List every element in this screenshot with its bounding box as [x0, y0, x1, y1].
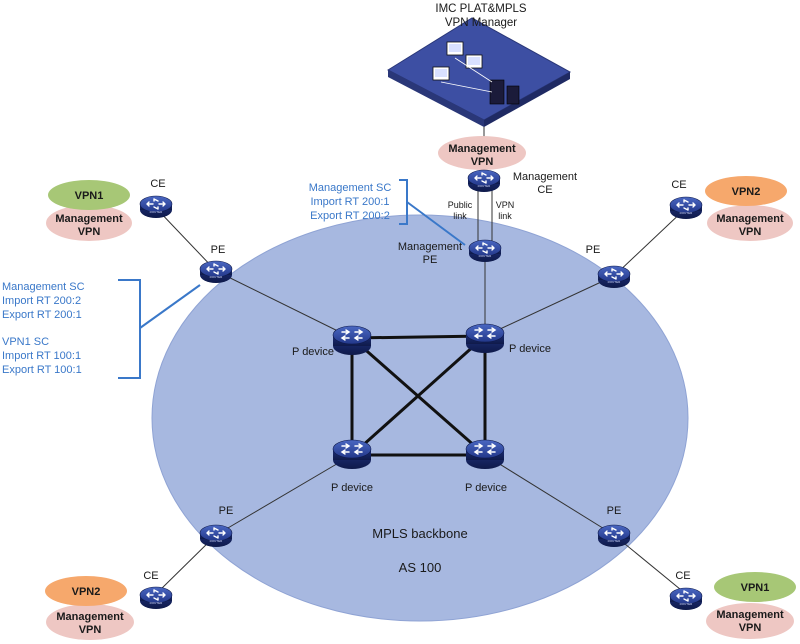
svg-text:VPN2: VPN2 [732, 186, 761, 198]
svg-text:PE: PE [586, 244, 601, 256]
switch-icon [465, 323, 505, 354]
svg-text:CE: CE [675, 570, 690, 582]
svg-text:VPN1: VPN1 [741, 582, 770, 594]
vpn-manager-platform: IMC PLAT&MPLS VPN Manager [386, 3, 572, 127]
mpls-backbone-label: MPLS backbone [372, 526, 467, 541]
svg-text:VPN: VPN [739, 226, 762, 238]
ce-router-icon-top-right [669, 196, 703, 220]
switch-icon [465, 439, 505, 470]
core-links [350, 334, 487, 457]
management-pe-label-1: Management [398, 241, 462, 253]
svg-text:P device: P device [292, 346, 334, 358]
svg-text:Export RT 200:1: Export RT 200:1 [2, 309, 82, 321]
link-pe-p-top-right [484, 275, 615, 337]
link-ce-pe-top-right [613, 207, 687, 277]
link-p-pe-bottom-right [484, 454, 615, 536]
vpn-link-label-2: link [498, 211, 512, 221]
svg-text:VPN: VPN [79, 624, 102, 636]
svg-text:VPN1 SC: VPN1 SC [2, 336, 49, 348]
svg-text:Management SC: Management SC [2, 281, 85, 293]
svg-text:VPN1: VPN1 [75, 190, 104, 202]
management-pe-router-icon [468, 239, 502, 263]
p-device-bottom-right: P device [465, 439, 507, 494]
svg-text:VPN2: VPN2 [72, 586, 101, 598]
management-vpn-top: Management VPN [438, 136, 526, 170]
platform-title-line2: VPN Manager [445, 17, 517, 29]
svg-text:PE: PE [211, 244, 226, 256]
svg-text:Import RT 100:1: Import RT 100:1 [2, 350, 81, 362]
svg-text:CE: CE [143, 570, 158, 582]
pe-router-icon-bottom-right [597, 524, 631, 548]
as-number-label: AS 100 [399, 560, 442, 575]
svg-text:VPN: VPN [78, 226, 101, 238]
p-device-bottom-left: P device [331, 439, 373, 494]
public-link-label-1: Public [448, 200, 473, 210]
svg-text:VPN: VPN [471, 156, 494, 168]
svg-text:CE: CE [671, 179, 686, 191]
access-links [155, 110, 687, 595]
site-top-left: Management VPN VPN1 CE PE [46, 178, 233, 284]
svg-text:Import RT 200:2: Import RT 200:2 [2, 295, 81, 307]
mpls-backbone-area [151, 214, 689, 622]
svg-text:P device: P device [331, 482, 373, 494]
switch-icon [332, 325, 372, 356]
link-ce-pe-top-left [155, 207, 217, 272]
svg-text:Management: Management [56, 611, 124, 623]
management-pe-label-2: PE [423, 254, 438, 266]
svg-text:PE: PE [607, 505, 622, 517]
management-ce-router-icon [467, 169, 501, 193]
svg-text:VPN: VPN [739, 622, 762, 634]
platform-title-line1: IMC PLAT&MPLS [435, 3, 526, 15]
ce-router-icon-top-left [139, 195, 173, 219]
management-ce-label-2: CE [537, 184, 552, 196]
svg-text:CE: CE [150, 178, 165, 190]
svg-text:Import RT 200:1: Import RT 200:1 [310, 196, 389, 208]
svg-text:Export RT 200:2: Export RT 200:2 [310, 210, 390, 222]
management-ce-label-1: Management [513, 171, 577, 183]
svg-text:P device: P device [509, 343, 551, 355]
svg-text:Management: Management [716, 609, 784, 621]
link-pe-p-top-left [215, 270, 353, 339]
switch-icon [332, 439, 372, 470]
ce-router-icon-bottom-right [669, 587, 703, 611]
workstation-icon [432, 41, 520, 105]
ce-router-icon-bottom-left [139, 586, 173, 610]
left-sc-annotation: Management SC Import RT 200:2 Export RT … [2, 279, 201, 379]
svg-text:Management: Management [716, 213, 784, 225]
svg-text:Export RT 100:1: Export RT 100:1 [2, 364, 82, 376]
site-bottom-left: Management VPN VPN2 CE PE [45, 505, 233, 640]
pe-router-icon-bottom-left [199, 524, 233, 548]
vpn-link-label-1: VPN [496, 200, 515, 210]
pe-router-icon-top-left [199, 260, 233, 284]
svg-text:P device: P device [465, 482, 507, 494]
site-bottom-right: Management VPN VPN1 CE PE [597, 505, 796, 639]
top-sc-annotation: Management SC Import RT 200:1 Export RT … [309, 179, 466, 246]
pe-router-icon-top-right [597, 265, 631, 289]
svg-text:Management: Management [55, 213, 123, 225]
site-top-right: Management VPN VPN2 CE PE [586, 176, 793, 289]
public-link-label-2: link [453, 211, 467, 221]
svg-text:PE: PE [219, 505, 234, 517]
link-pe-ce-bottom-right [613, 534, 687, 595]
link-p-pe-bottom-left [215, 454, 353, 536]
svg-text:Management SC: Management SC [309, 182, 392, 194]
svg-text:Management: Management [448, 143, 516, 155]
p-device-top-right: P device [465, 323, 551, 355]
p-device-top-left: P device [292, 325, 372, 358]
